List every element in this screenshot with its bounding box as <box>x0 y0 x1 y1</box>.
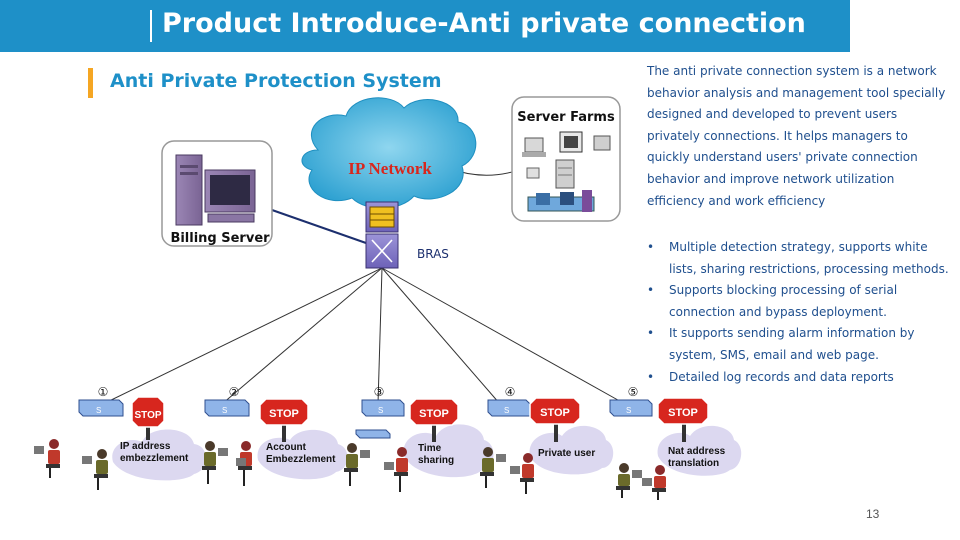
stop-text: STOP <box>540 407 570 419</box>
description-text: The anti private connection system is a … <box>647 64 946 208</box>
slide-title: Product Introduce-Anti private connectio… <box>162 8 806 39</box>
scenario-label: translation <box>668 458 719 469</box>
scenario-label: embezzlement <box>120 453 189 464</box>
user-icon <box>202 441 228 484</box>
switch-icon: S <box>204 399 250 417</box>
bras-router: BRAS <box>365 201 449 269</box>
stop-text: STOP <box>668 407 698 419</box>
feature-item: Supports blocking processing of serial c… <box>647 280 952 323</box>
billing-server-label: Billing Server <box>170 231 270 246</box>
stop-text: STOP <box>419 408 449 420</box>
user-icon <box>34 439 60 478</box>
scenario-3: ③ S STOP Time sharing <box>344 385 494 492</box>
slide-subtitle: Anti Private Protection System <box>110 70 442 92</box>
svg-text:S: S <box>378 406 383 415</box>
scenario-label: Private user <box>538 448 595 459</box>
scenario-number: ④ <box>505 385 516 399</box>
server-farms: Server Farms <box>511 96 621 222</box>
stop-text: STOP <box>134 410 161 421</box>
user-icon <box>236 441 252 486</box>
switch-icon: S <box>78 399 124 417</box>
stop-sign-icon: STOP <box>657 397 709 442</box>
scenario-label: IP address <box>120 441 171 452</box>
feature-item: Multiple detection strategy, supports wh… <box>647 237 952 280</box>
hub-icon <box>355 429 391 439</box>
page-number: 13 <box>866 507 880 521</box>
scenario-4: ④ S STOP Private user <box>480 385 614 494</box>
user-icon <box>344 443 370 486</box>
user-icon <box>616 463 642 498</box>
svg-text:S: S <box>504 406 509 415</box>
scenario-number: ② <box>229 385 240 399</box>
stop-sign-icon: STOP <box>409 398 459 442</box>
scenario-number: ③ <box>374 385 385 399</box>
bras-label: BRAS <box>417 247 449 261</box>
scenario-2: ② S STOP Account Embezzlement <box>202 385 348 486</box>
scenario-label: Account <box>266 442 307 453</box>
stop-sign-icon: STOP <box>529 397 581 442</box>
scenario-number: ⑤ <box>628 385 639 399</box>
scenario-number: ① <box>98 385 109 399</box>
stop-text: STOP <box>269 408 299 420</box>
feature-item: Detailed log records and data reports <box>647 367 952 389</box>
switch-icon: S <box>609 399 653 417</box>
router-arrows-icon <box>371 239 393 263</box>
user-icon <box>384 447 408 492</box>
title-bar <box>0 0 850 52</box>
scenario-1: ① S STOP IP address embezzlement <box>34 385 206 490</box>
scenario-5: ⑤ S STOP Nat address translation <box>609 385 742 500</box>
cloud-label: IP Network <box>348 159 432 178</box>
ip-network-cloud: IP Network <box>301 97 477 209</box>
scenario-label: sharing <box>418 455 454 466</box>
user-icon <box>642 465 666 500</box>
user-icon <box>480 447 506 488</box>
subtitle-accent-bar <box>88 68 93 98</box>
scenario-label: Time <box>418 443 442 454</box>
user-icon <box>82 449 108 490</box>
svg-text:S: S <box>222 406 227 415</box>
billing-server: Billing Server <box>161 140 273 247</box>
svg-text:S: S <box>96 406 101 415</box>
scenario-label: Embezzlement <box>266 454 336 465</box>
scenario-label: Nat address <box>668 446 726 457</box>
feature-list: Multiple detection strategy, supports wh… <box>647 237 952 388</box>
user-icon <box>510 453 534 494</box>
switch-icon: S <box>361 399 405 417</box>
network-links <box>102 167 626 405</box>
server-farms-label: Server Farms <box>517 110 615 125</box>
switch-icon: S <box>487 399 531 417</box>
title-separator <box>150 10 152 42</box>
stop-sign-icon: STOP <box>131 396 165 440</box>
stop-sign-icon: STOP <box>259 398 309 442</box>
svg-text:S: S <box>626 406 631 415</box>
feature-item: It supports sending alarm information by… <box>647 323 952 366</box>
